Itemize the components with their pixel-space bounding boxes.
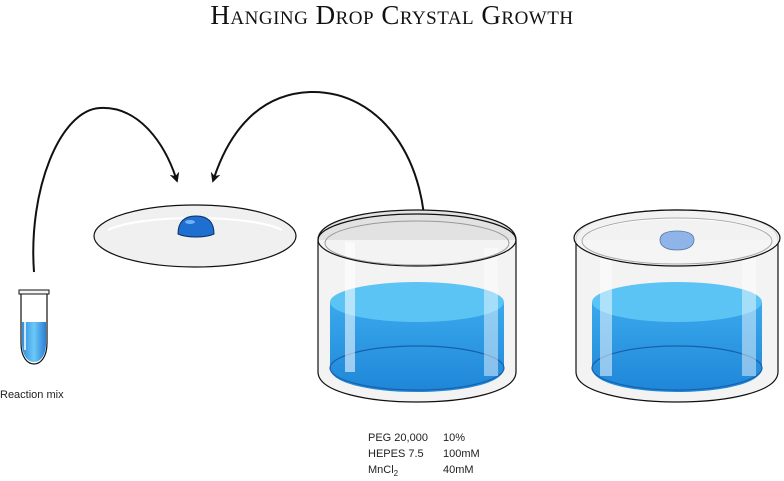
reagent-row: MnCl2 40mM (368, 464, 480, 480)
reaction-tube (18, 289, 50, 365)
drop (177, 215, 215, 238)
cover-slide (93, 204, 297, 268)
reagent-amount: 100mM (443, 448, 480, 461)
reagent-row: HEPES 7.5 100mM (368, 448, 480, 464)
reagent-row: PEG 20,000 10% (368, 432, 480, 448)
reservoir-well-sealed (573, 209, 781, 403)
reagent-name: MnCl2 (368, 464, 399, 479)
reagent-name: PEG 20,000 (368, 432, 428, 444)
reagent-amount: 10% (443, 432, 466, 444)
reagent-amount: 40mM (443, 464, 474, 477)
arrow-tube-to-slide (32, 106, 180, 273)
diagram-title: Hanging Drop Crystal Growth (210, 0, 574, 30)
arrow-well-to-slide (210, 90, 427, 253)
hanging-drop (659, 230, 695, 251)
reagent-table: PEG 20,000 10% HEPES 7.5 100mM MnCl2 40m… (368, 432, 480, 481)
reaction-mix-label: Reaction mix (0, 389, 64, 401)
reservoir-well-open (317, 209, 517, 403)
reagent-name: HEPES 7.5 (368, 448, 424, 461)
drop-shape (177, 215, 215, 238)
